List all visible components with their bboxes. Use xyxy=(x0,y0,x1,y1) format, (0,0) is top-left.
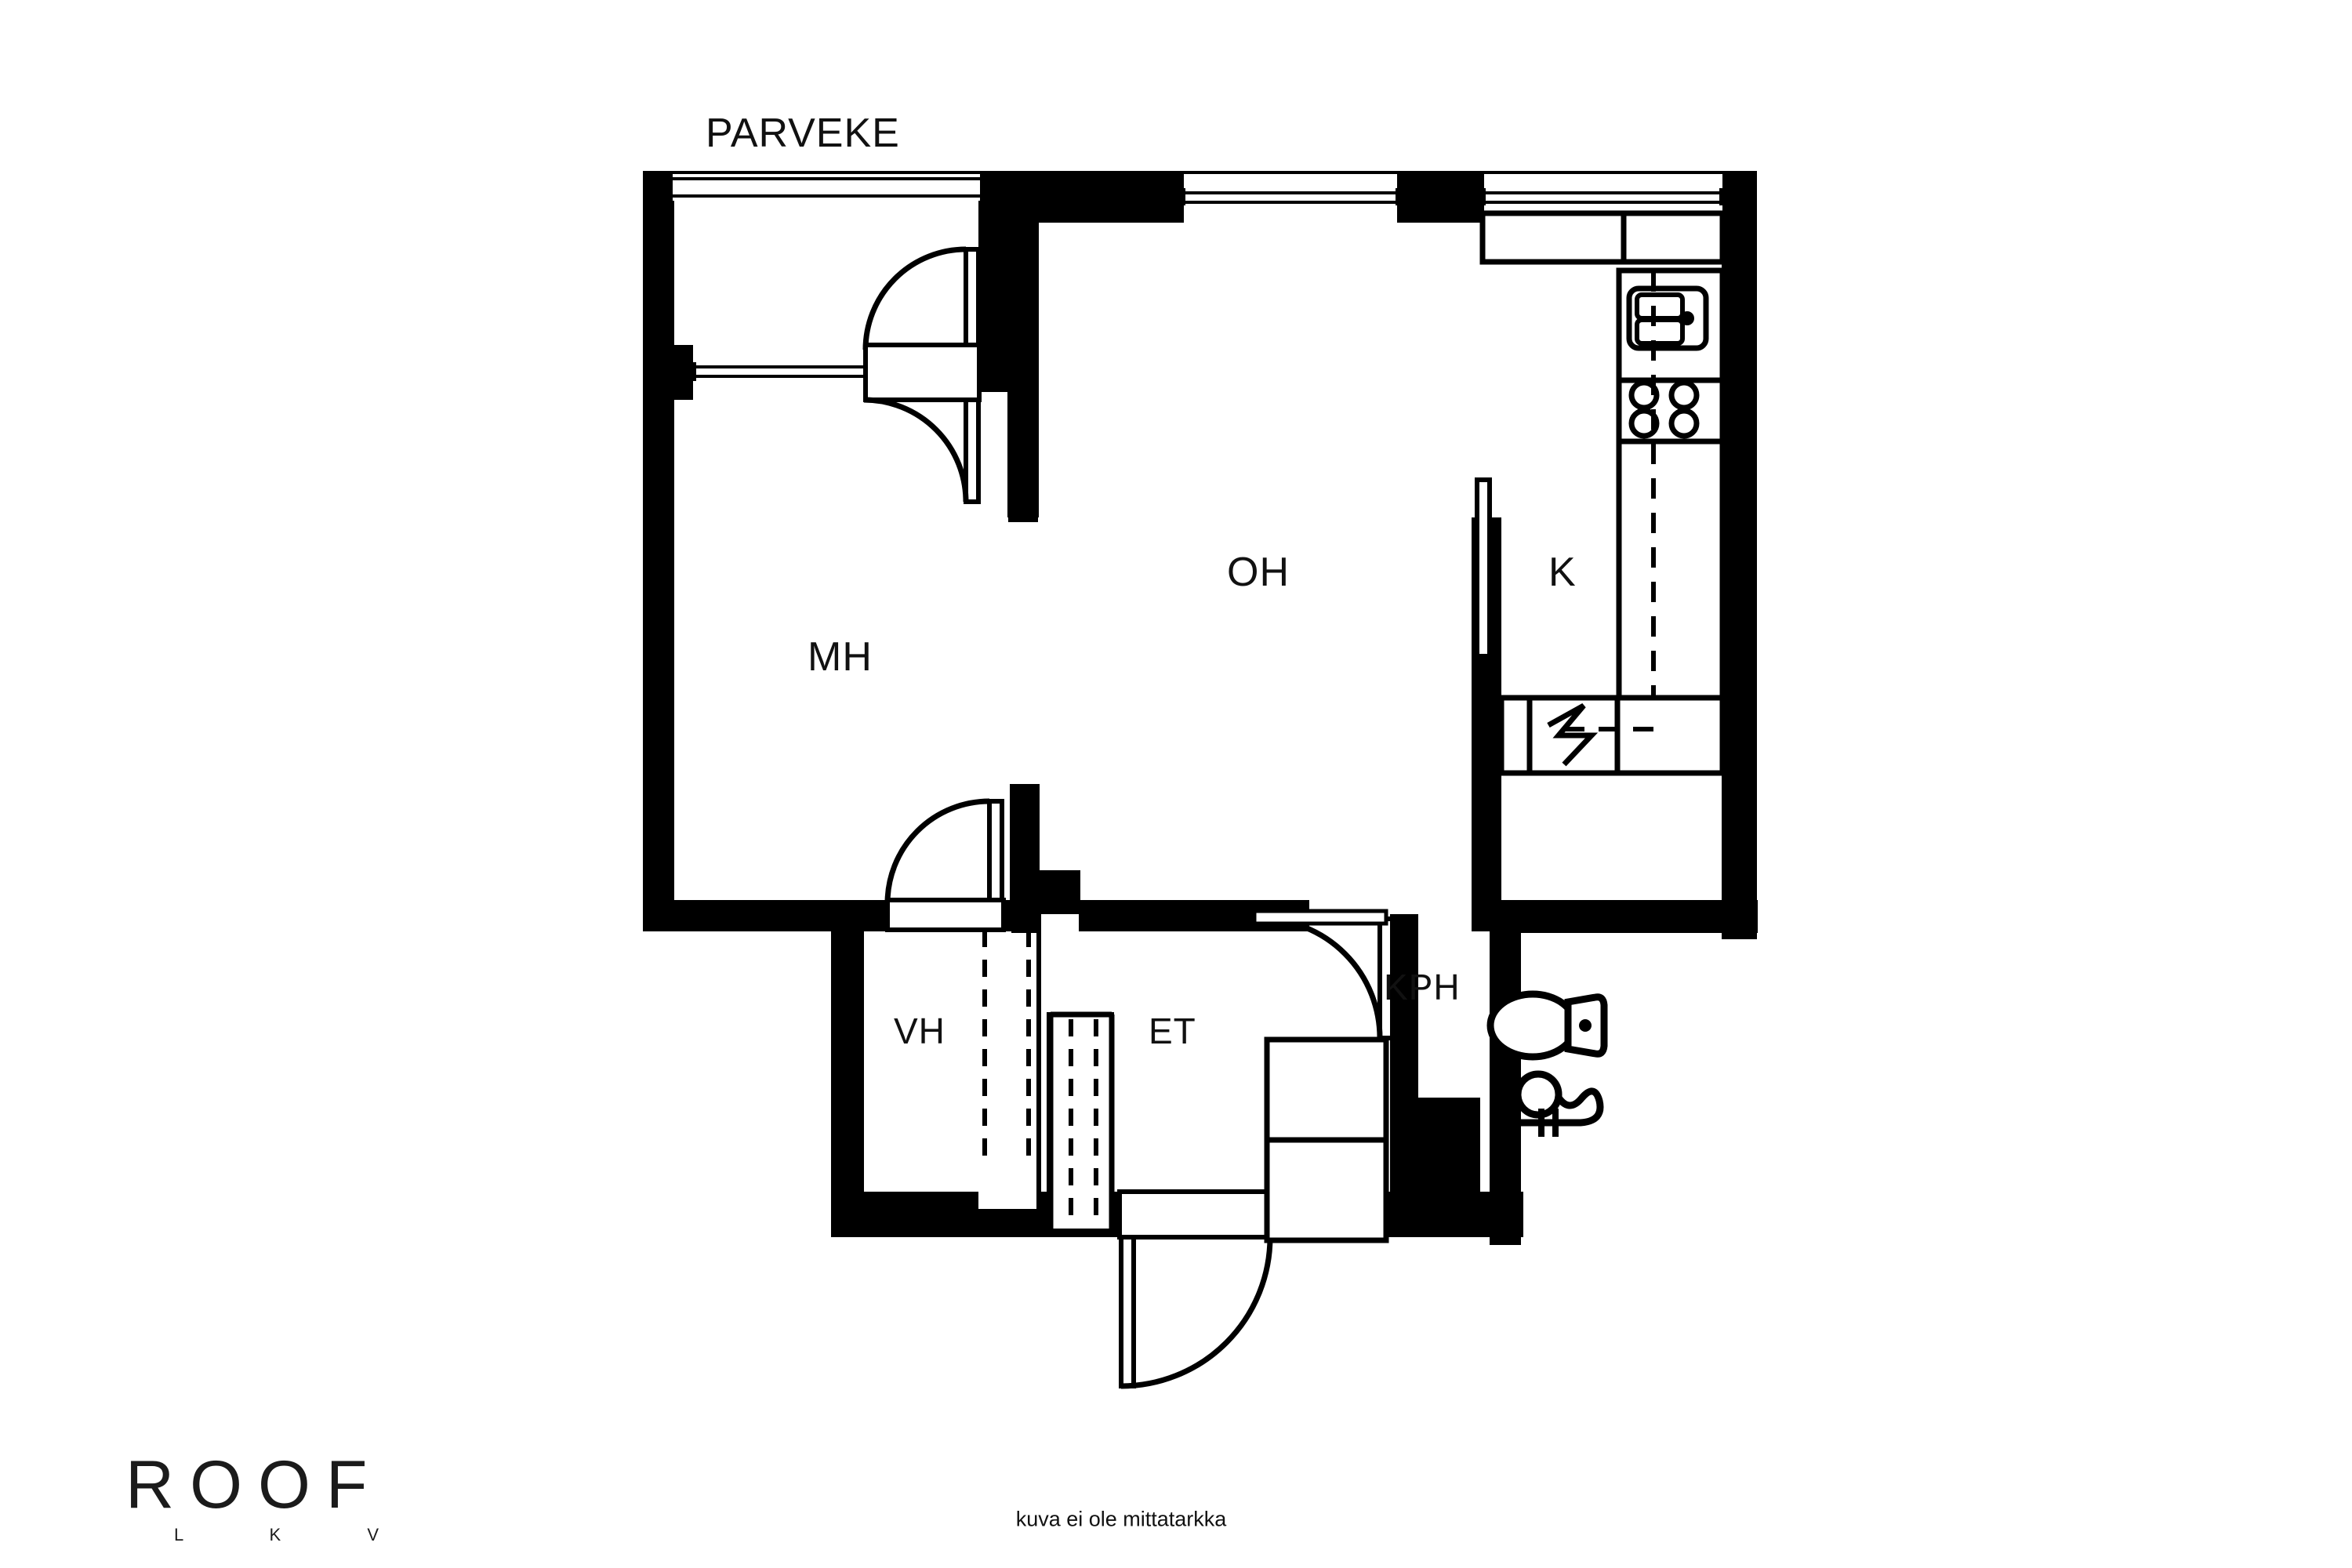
wall-mh-oh-lower xyxy=(1008,390,1038,522)
roof-lkv-logo: ROOF L K V xyxy=(125,1446,439,1548)
bathroom-door xyxy=(1252,909,1395,1040)
wall-mh-vh-corner xyxy=(1010,870,1080,914)
logo-subtitle: L K V xyxy=(174,1525,419,1544)
wall-left-exterior xyxy=(643,171,674,916)
closets-group xyxy=(978,930,1389,1243)
windows-group xyxy=(673,174,1722,400)
room-label-k: K xyxy=(1548,550,1577,595)
wall-top-seg-2 xyxy=(1396,171,1486,223)
wall-kph-top-right xyxy=(1490,900,1758,933)
kitchen-fixtures xyxy=(1498,267,1726,776)
balcony-door xyxy=(862,246,982,504)
kitchen-sliding-door xyxy=(1475,477,1492,659)
washbasin-icon xyxy=(1514,1070,1604,1137)
bathroom-fixtures xyxy=(1486,990,1608,1137)
wall-et-top-left xyxy=(1079,900,1220,931)
room-label-et: ET xyxy=(1149,1011,1196,1051)
room-label-mh: MH xyxy=(808,634,873,680)
wall-right-exterior xyxy=(1722,171,1757,939)
logo-wordmark: ROOF xyxy=(125,1447,383,1523)
disclaimer-caption: kuva ei ole mittatarkka xyxy=(1015,1507,1227,1531)
room-label-kph: KPH xyxy=(1384,967,1461,1007)
room-label-parveke: PARVEKE xyxy=(706,111,900,156)
bedroom-door xyxy=(884,798,1006,932)
wall-top-seg-1 xyxy=(1004,171,1184,223)
room-label-oh: OH xyxy=(1227,550,1290,595)
room-label-vh: VH xyxy=(894,1011,946,1051)
toilet-icon xyxy=(1486,990,1608,1061)
wall-balcony-left-nib xyxy=(643,345,694,400)
kitchen-upper-cabinets xyxy=(1479,210,1726,265)
wall-kph-right xyxy=(1490,900,1521,1245)
entrance-door xyxy=(1117,1189,1273,1389)
wall-vh-left xyxy=(831,900,864,1237)
